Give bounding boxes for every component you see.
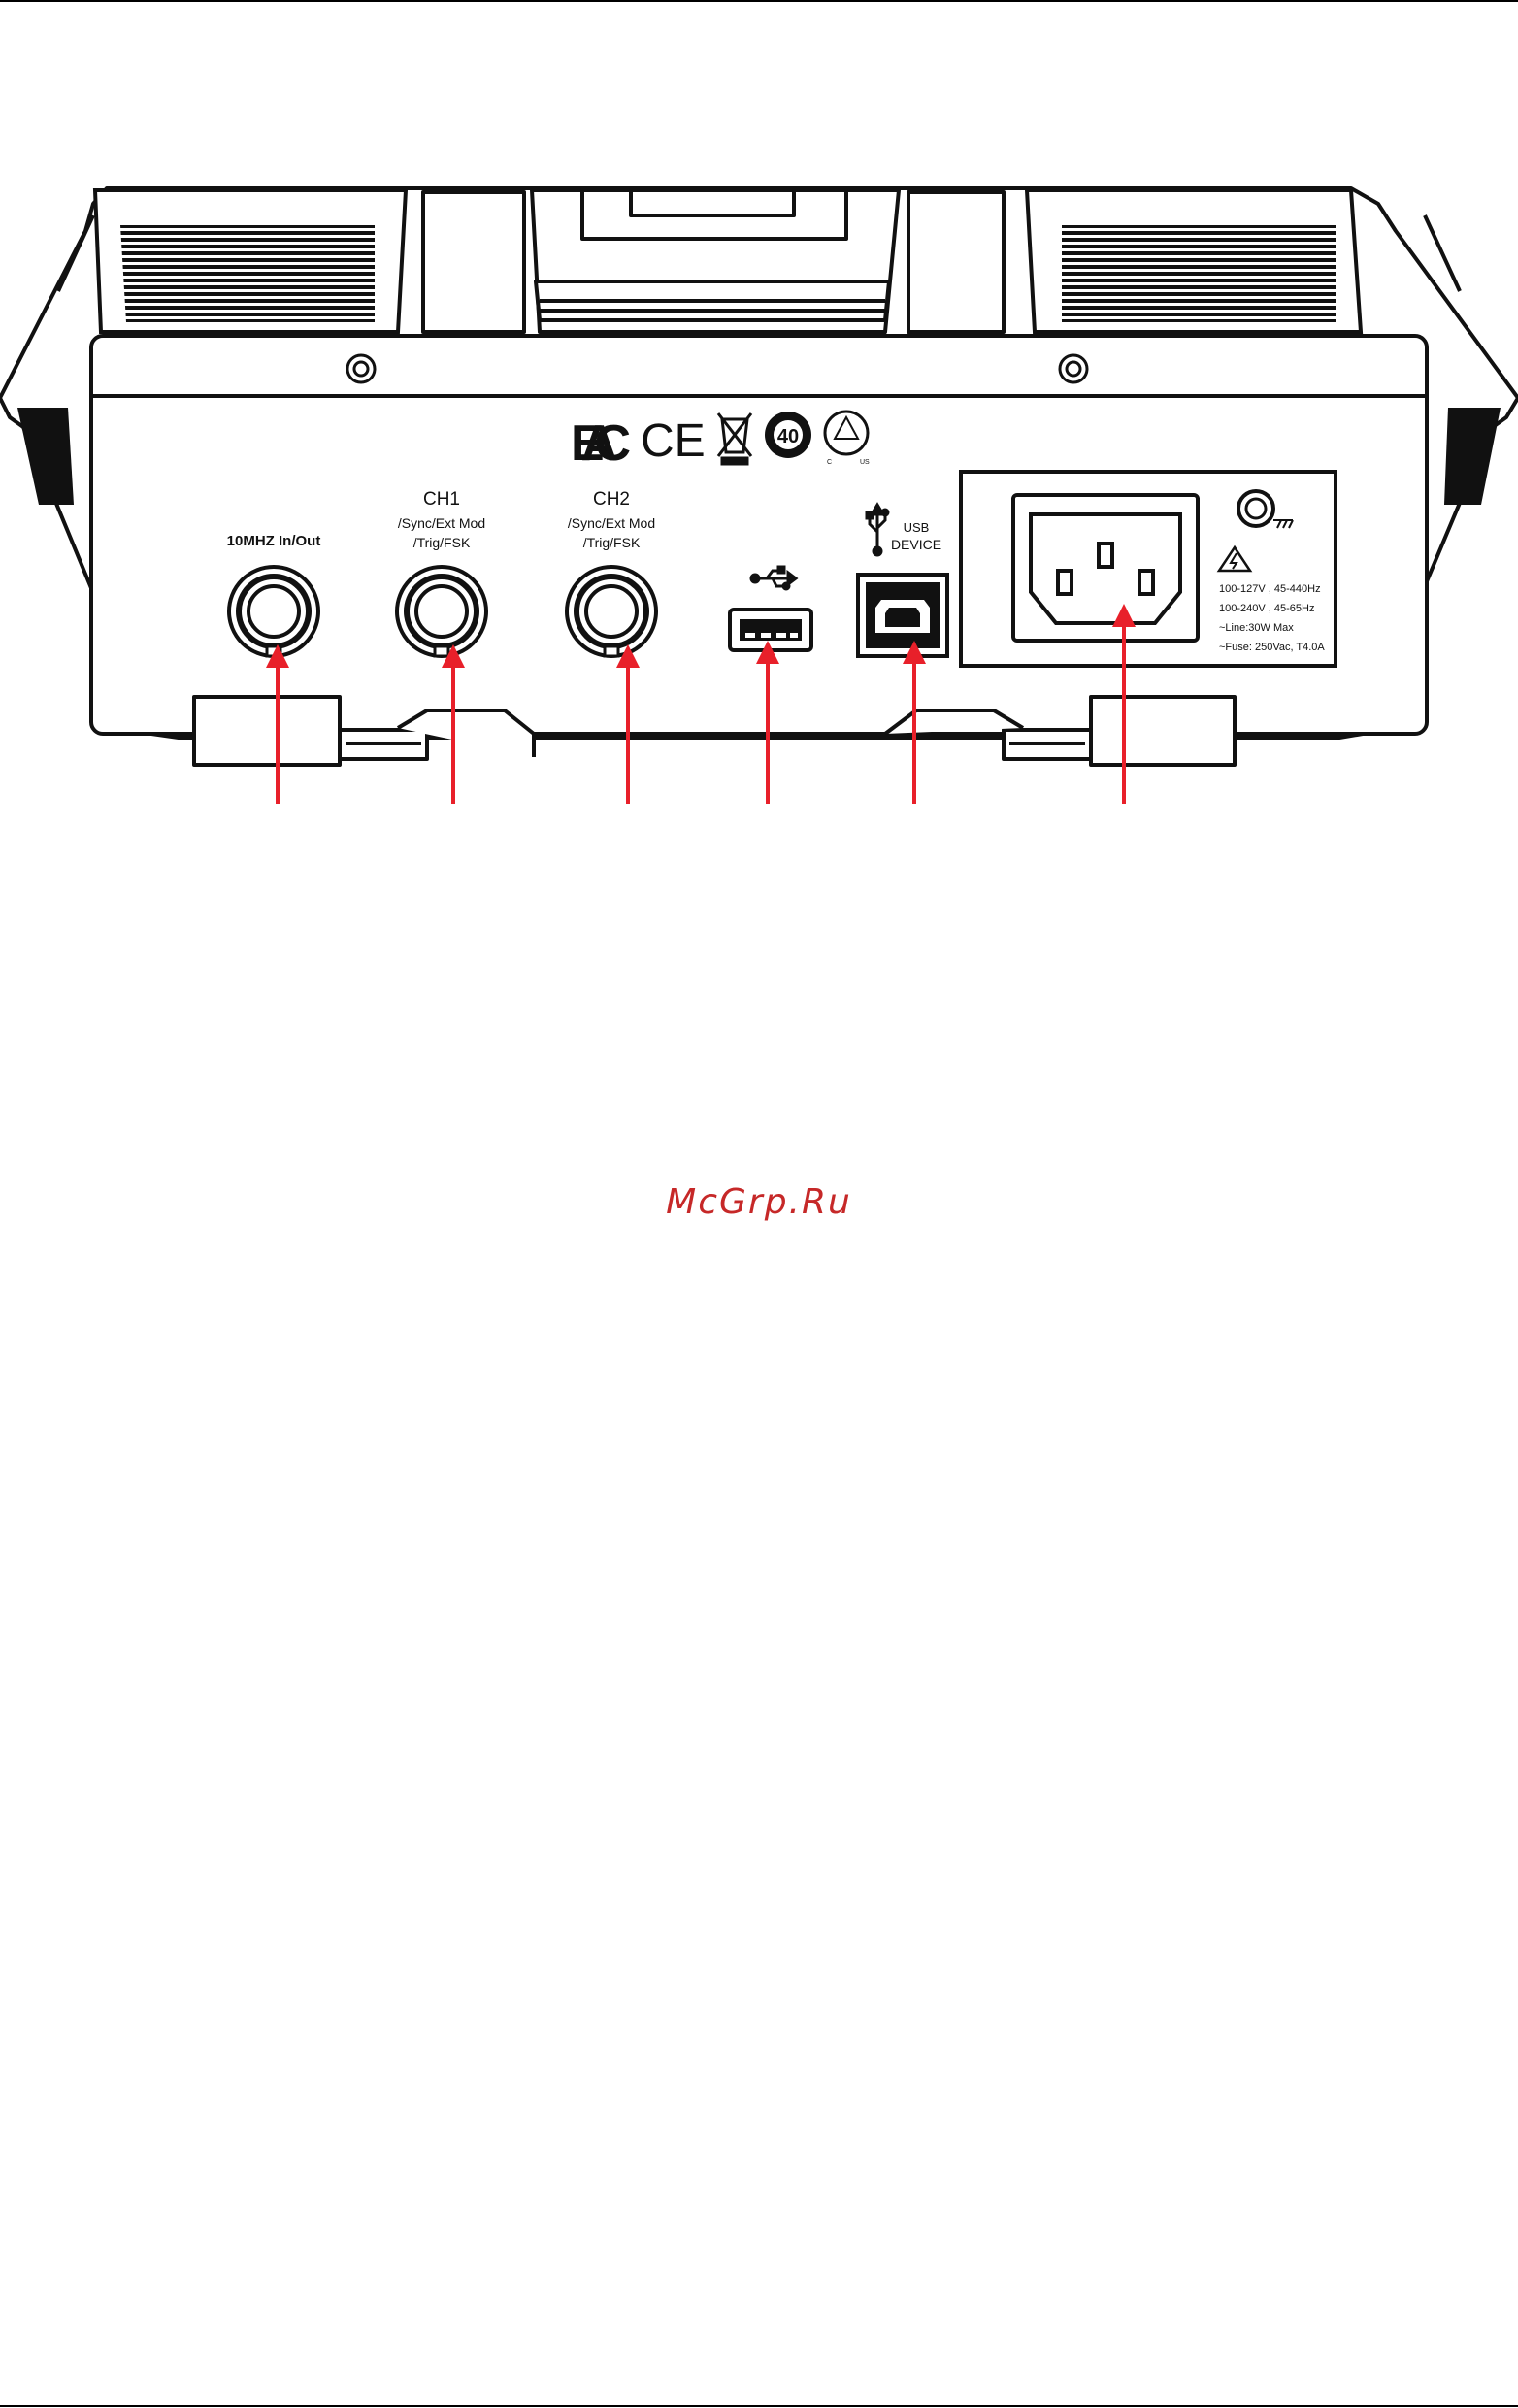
ce-mark: CE bbox=[641, 415, 706, 467]
power-module bbox=[961, 472, 1336, 666]
power-rating-line1: 100-127V , 45-440Hz bbox=[1219, 583, 1321, 595]
usb-device-label-line2: DEVICE bbox=[891, 537, 941, 552]
ch2-title: CH2 bbox=[593, 489, 630, 510]
carry-handle bbox=[423, 190, 1004, 332]
eac-mark: EAC bbox=[571, 415, 631, 472]
top-vent-right bbox=[1027, 190, 1361, 332]
usb-device-label-line1: USB bbox=[904, 520, 930, 535]
bnc-ch2-connector[interactable] bbox=[567, 567, 656, 656]
usb-device-port[interactable] bbox=[858, 575, 947, 656]
bottom-rule bbox=[0, 2405, 1518, 2407]
screw-right bbox=[1060, 355, 1087, 382]
ch1-function-line1: /Sync/Ext Mod bbox=[398, 515, 485, 531]
svg-text:40: 40 bbox=[777, 426, 799, 447]
svg-text:US: US bbox=[860, 459, 870, 466]
ref-clock-label: 10MHZ In/Out bbox=[227, 533, 321, 549]
ch2-function-line1: /Sync/Ext Mod bbox=[568, 515, 655, 531]
ch2-function-line2: /Trig/FSK bbox=[583, 535, 641, 550]
ch1-title: CH1 bbox=[423, 489, 460, 510]
power-rating-line2: 100-240V , 45-65Hz bbox=[1219, 603, 1314, 614]
screw-left bbox=[347, 355, 375, 382]
usb-host-port[interactable] bbox=[730, 610, 811, 650]
epup-40-icon: 40 bbox=[765, 412, 811, 458]
ch1-function-line2: /Trig/FSK bbox=[413, 535, 471, 550]
rear-panel-diagram: EAC CE 40 C US 10MHZ In/Out CH1 /Sync/Ex… bbox=[0, 0, 1518, 874]
top-vent-left bbox=[95, 190, 406, 332]
right-side-grille bbox=[1444, 408, 1501, 505]
bnc-ch1-connector[interactable] bbox=[397, 567, 486, 656]
power-rating-line3: ~Line:30W Max bbox=[1219, 622, 1294, 634]
left-side-grille bbox=[17, 408, 74, 505]
watermark: McGrp.Ru bbox=[0, 1182, 1518, 1222]
power-rating-line4: ~Fuse: 250Vac, T4.0A bbox=[1219, 642, 1325, 653]
bnc-ref-clock-connector[interactable] bbox=[229, 567, 318, 656]
svg-text:C: C bbox=[827, 459, 832, 466]
